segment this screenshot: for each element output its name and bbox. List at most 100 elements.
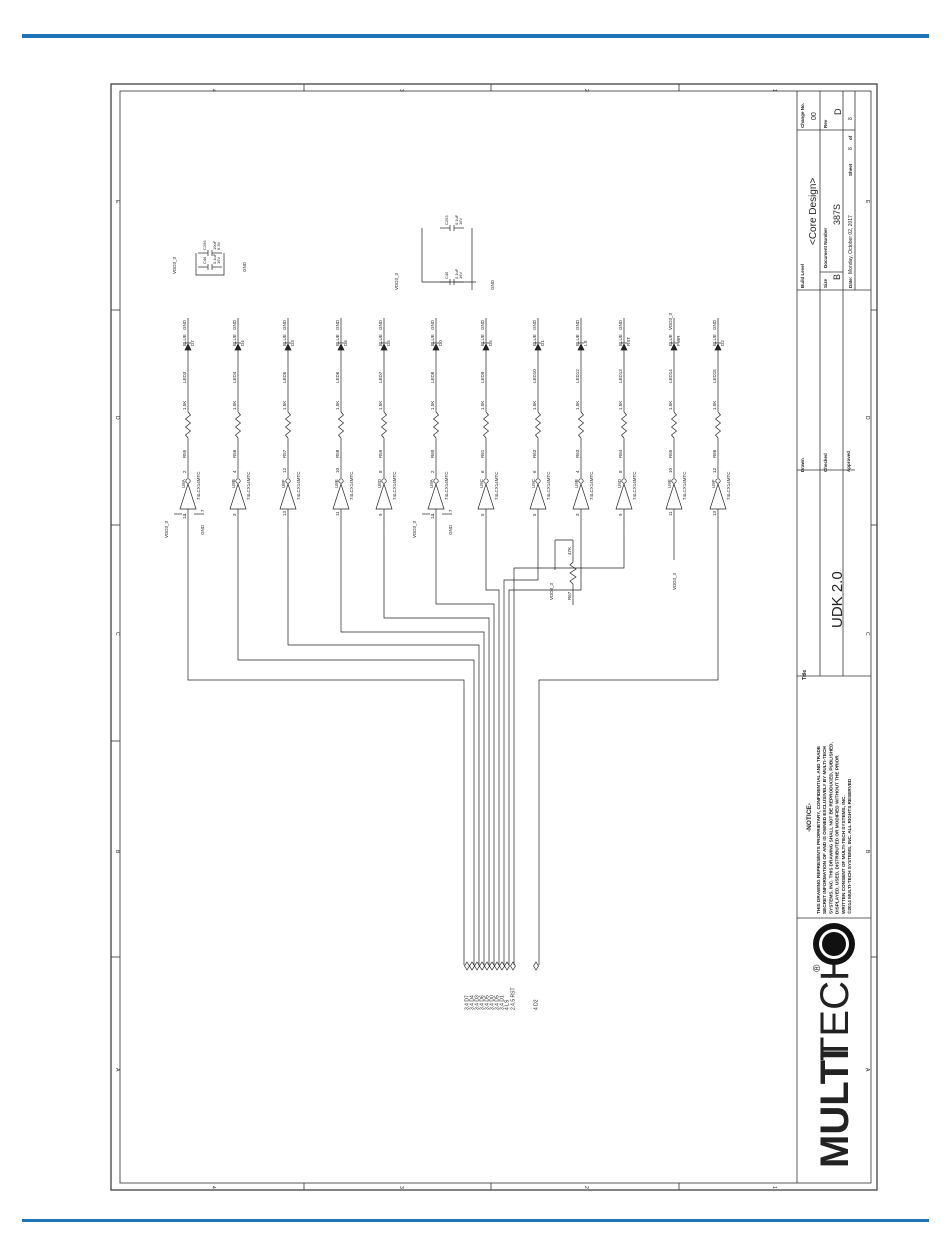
cap-rating: 16V xyxy=(458,272,463,279)
gate-ref: U9C xyxy=(531,478,536,488)
cap-ref: C45 xyxy=(444,271,449,279)
cap-gnd-net: GND xyxy=(242,261,247,272)
gate-part: 74LCX14MTC xyxy=(392,471,397,500)
pin-in: 5 xyxy=(480,513,485,516)
led-color: BLUE xyxy=(618,334,623,346)
zone-col-label: 2 xyxy=(583,89,589,92)
diode-label: D5 xyxy=(488,340,493,346)
pin-in: 1 xyxy=(430,513,435,516)
pin-in: 5 xyxy=(532,513,537,516)
resistor-value: 1.5K xyxy=(532,401,537,410)
return-rail: GND xyxy=(335,319,340,330)
return-rail: GND xyxy=(232,319,237,330)
cap-rating: 6.3V xyxy=(216,241,221,250)
gate-part: 74LCX14MTC xyxy=(296,471,301,500)
doc-number-label: Document Number xyxy=(823,227,828,268)
pullup-ref: R67 xyxy=(567,591,572,600)
gate-part: 74LCX14MTC xyxy=(196,471,201,500)
vdd-pin: 14 xyxy=(430,513,435,519)
cap-vdd-net: VDD3_3 xyxy=(172,256,177,274)
pin-out: 8 xyxy=(378,470,383,473)
cap-ref: C253 xyxy=(444,215,449,225)
led-color: BLUE xyxy=(430,334,435,346)
gate-part: 74LCX14MTC xyxy=(349,471,354,500)
cap-value: 0.1uF xyxy=(212,253,217,264)
led-color: BLUE xyxy=(712,334,717,346)
sheet-total: 8 xyxy=(848,117,854,120)
offpage-connector-label: 4 D2 xyxy=(534,999,540,1010)
zone-row-label: D xyxy=(864,416,870,420)
cap-rating: 16V xyxy=(216,257,221,264)
pin-in: 11 xyxy=(668,511,673,516)
zone-row-label: B xyxy=(114,850,120,854)
pullup-vdd: VDD3_3 xyxy=(549,582,554,600)
sheet-number: 8 xyxy=(848,147,854,150)
gate-part: 74LCX14MTC xyxy=(246,471,251,500)
vdd-pin: 14 xyxy=(182,513,187,519)
pin-in: 11 xyxy=(335,511,340,516)
return-rail: GND xyxy=(182,319,187,330)
zone-col-label: 1 xyxy=(771,89,777,92)
zone-ticks xyxy=(111,84,877,1190)
gate-ref: U8A xyxy=(181,479,186,488)
gate-ref: U8B xyxy=(231,479,236,488)
offpage-connector-label: 3,4 D7 xyxy=(465,995,471,1010)
zone-row-label: C xyxy=(114,632,120,636)
pin-in: 9 xyxy=(378,513,383,516)
gate-part: 74LCX14MTC xyxy=(682,471,687,500)
size-label: Size xyxy=(823,278,828,288)
offpage-connector-label: 3,4 D0 xyxy=(490,995,496,1010)
notice-line: SYSTEMS, INC. THIS DRAWING SHALL NOT BE … xyxy=(828,742,833,914)
return-rail: GND xyxy=(378,319,383,330)
zone-row-label: D xyxy=(114,416,120,420)
of-label: of xyxy=(848,135,853,140)
change-no-value: 00 xyxy=(811,112,818,120)
pin-in: 1 xyxy=(182,513,187,516)
sheet-frame xyxy=(110,83,878,1191)
led-color: BLUE xyxy=(182,334,187,346)
pin-out: 12 xyxy=(282,467,287,473)
pin-in: 9 xyxy=(618,513,623,516)
size-value: B xyxy=(832,274,842,280)
led-color: BLUE xyxy=(335,334,340,346)
resistor-value: 1.5K xyxy=(182,401,187,410)
title-block xyxy=(796,91,871,1183)
resistor-value: 1.5K xyxy=(335,401,340,410)
return-rail: VDD3_3 xyxy=(668,312,673,330)
pin-in: 3 xyxy=(575,513,580,516)
zone-row-label: A xyxy=(114,1068,120,1072)
gate-ref: U9A xyxy=(429,479,434,488)
change-no-label: Change No. xyxy=(800,103,805,128)
zone-row-label: E xyxy=(114,200,120,204)
return-rail: GND xyxy=(430,319,435,330)
checked-label: Checked xyxy=(823,453,828,472)
gate-part: 74LCX14MTC xyxy=(589,471,594,500)
gnd-pin: 7 xyxy=(448,509,453,512)
zone-col-label: 3 xyxy=(398,1186,404,1189)
gate-ref: U9B xyxy=(574,479,579,488)
led-ref: LED9 xyxy=(480,371,485,383)
led-color: BLUE xyxy=(575,334,580,346)
rev-value: D xyxy=(833,108,843,115)
footer-rule xyxy=(22,1219,929,1222)
diode-label: D0 xyxy=(438,340,443,346)
pin-in: 13 xyxy=(282,510,287,516)
pin-out: 4 xyxy=(232,470,237,473)
resistor-ref: R64 xyxy=(618,449,623,458)
cap-value: 0.1uF xyxy=(454,214,459,225)
notice-line: THIS DRAWING REPRESENTS PROPRIETARY, CON… xyxy=(816,746,821,914)
multitech-logo: MULTI xyxy=(813,1049,857,1168)
approved-label: Approved xyxy=(846,451,851,472)
gate-ref: U9F xyxy=(711,479,716,488)
pin-in: 3 xyxy=(232,513,237,516)
led-color: BLUE xyxy=(668,334,673,346)
diode-label: D6 xyxy=(343,340,348,346)
cap-gnd-net: GND xyxy=(490,279,495,290)
pullup-value: 47K xyxy=(567,547,572,555)
logo-tech-group: TECH xyxy=(813,952,857,1061)
zone-col-label: 1 xyxy=(771,1186,777,1189)
zone-col-label: 2 xyxy=(583,1186,589,1189)
offpage-connector-label: 3,4 D5 xyxy=(495,995,501,1010)
led-ref: LED7 xyxy=(378,371,383,383)
